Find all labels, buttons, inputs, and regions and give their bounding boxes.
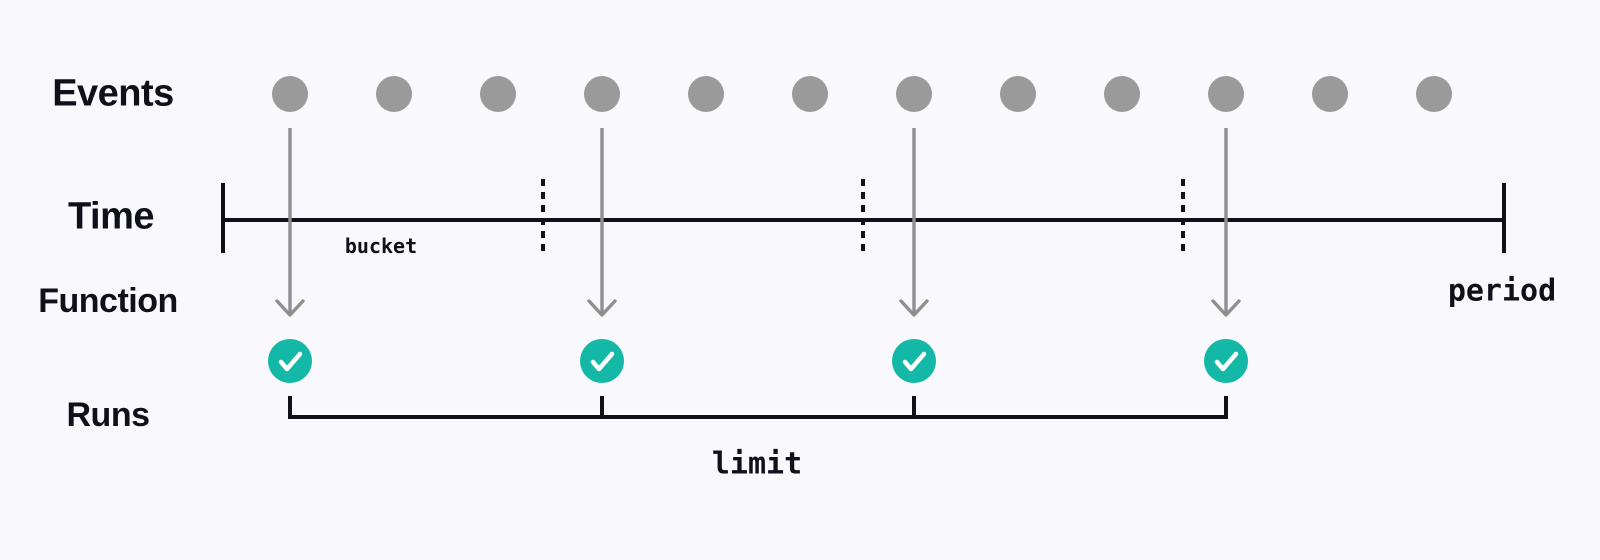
function-runs-row-label: Function Runs: [38, 206, 178, 510]
event-dot: [584, 76, 620, 112]
function-run-circle: [268, 339, 312, 383]
checkmark-icon: [278, 351, 303, 372]
event-dot: [1416, 76, 1452, 112]
event-dot: [272, 76, 308, 112]
function-runs-label-line2: Runs: [66, 396, 150, 434]
event-dot: [792, 76, 828, 112]
event-dot: [480, 76, 516, 112]
bucket-label: bucket: [344, 234, 418, 258]
event-arrow-head: [587, 299, 617, 317]
event-arrow-head: [275, 299, 305, 317]
checkmark-icon: [590, 351, 615, 372]
checkmark-icon: [902, 351, 927, 372]
event-dot: [1104, 76, 1140, 112]
function-runs-label-line1: Function: [38, 282, 178, 320]
event-arrow-head: [899, 299, 929, 317]
function-run-circle: [892, 339, 936, 383]
event-dot: [1208, 76, 1244, 112]
event-dot: [896, 76, 932, 112]
function-run-circle: [1204, 339, 1248, 383]
event-dot: [688, 76, 724, 112]
time-row-label: Time: [67, 195, 155, 238]
period-label: period: [1447, 273, 1557, 309]
events-row-label: Events: [52, 72, 174, 115]
event-dot: [1000, 76, 1036, 112]
limit-label: limit: [711, 446, 803, 482]
event-dot: [1312, 76, 1348, 112]
event-dot: [376, 76, 412, 112]
function-run-circle: [580, 339, 624, 383]
event-arrow-head: [1211, 299, 1241, 317]
checkmark-icon: [1214, 351, 1239, 372]
